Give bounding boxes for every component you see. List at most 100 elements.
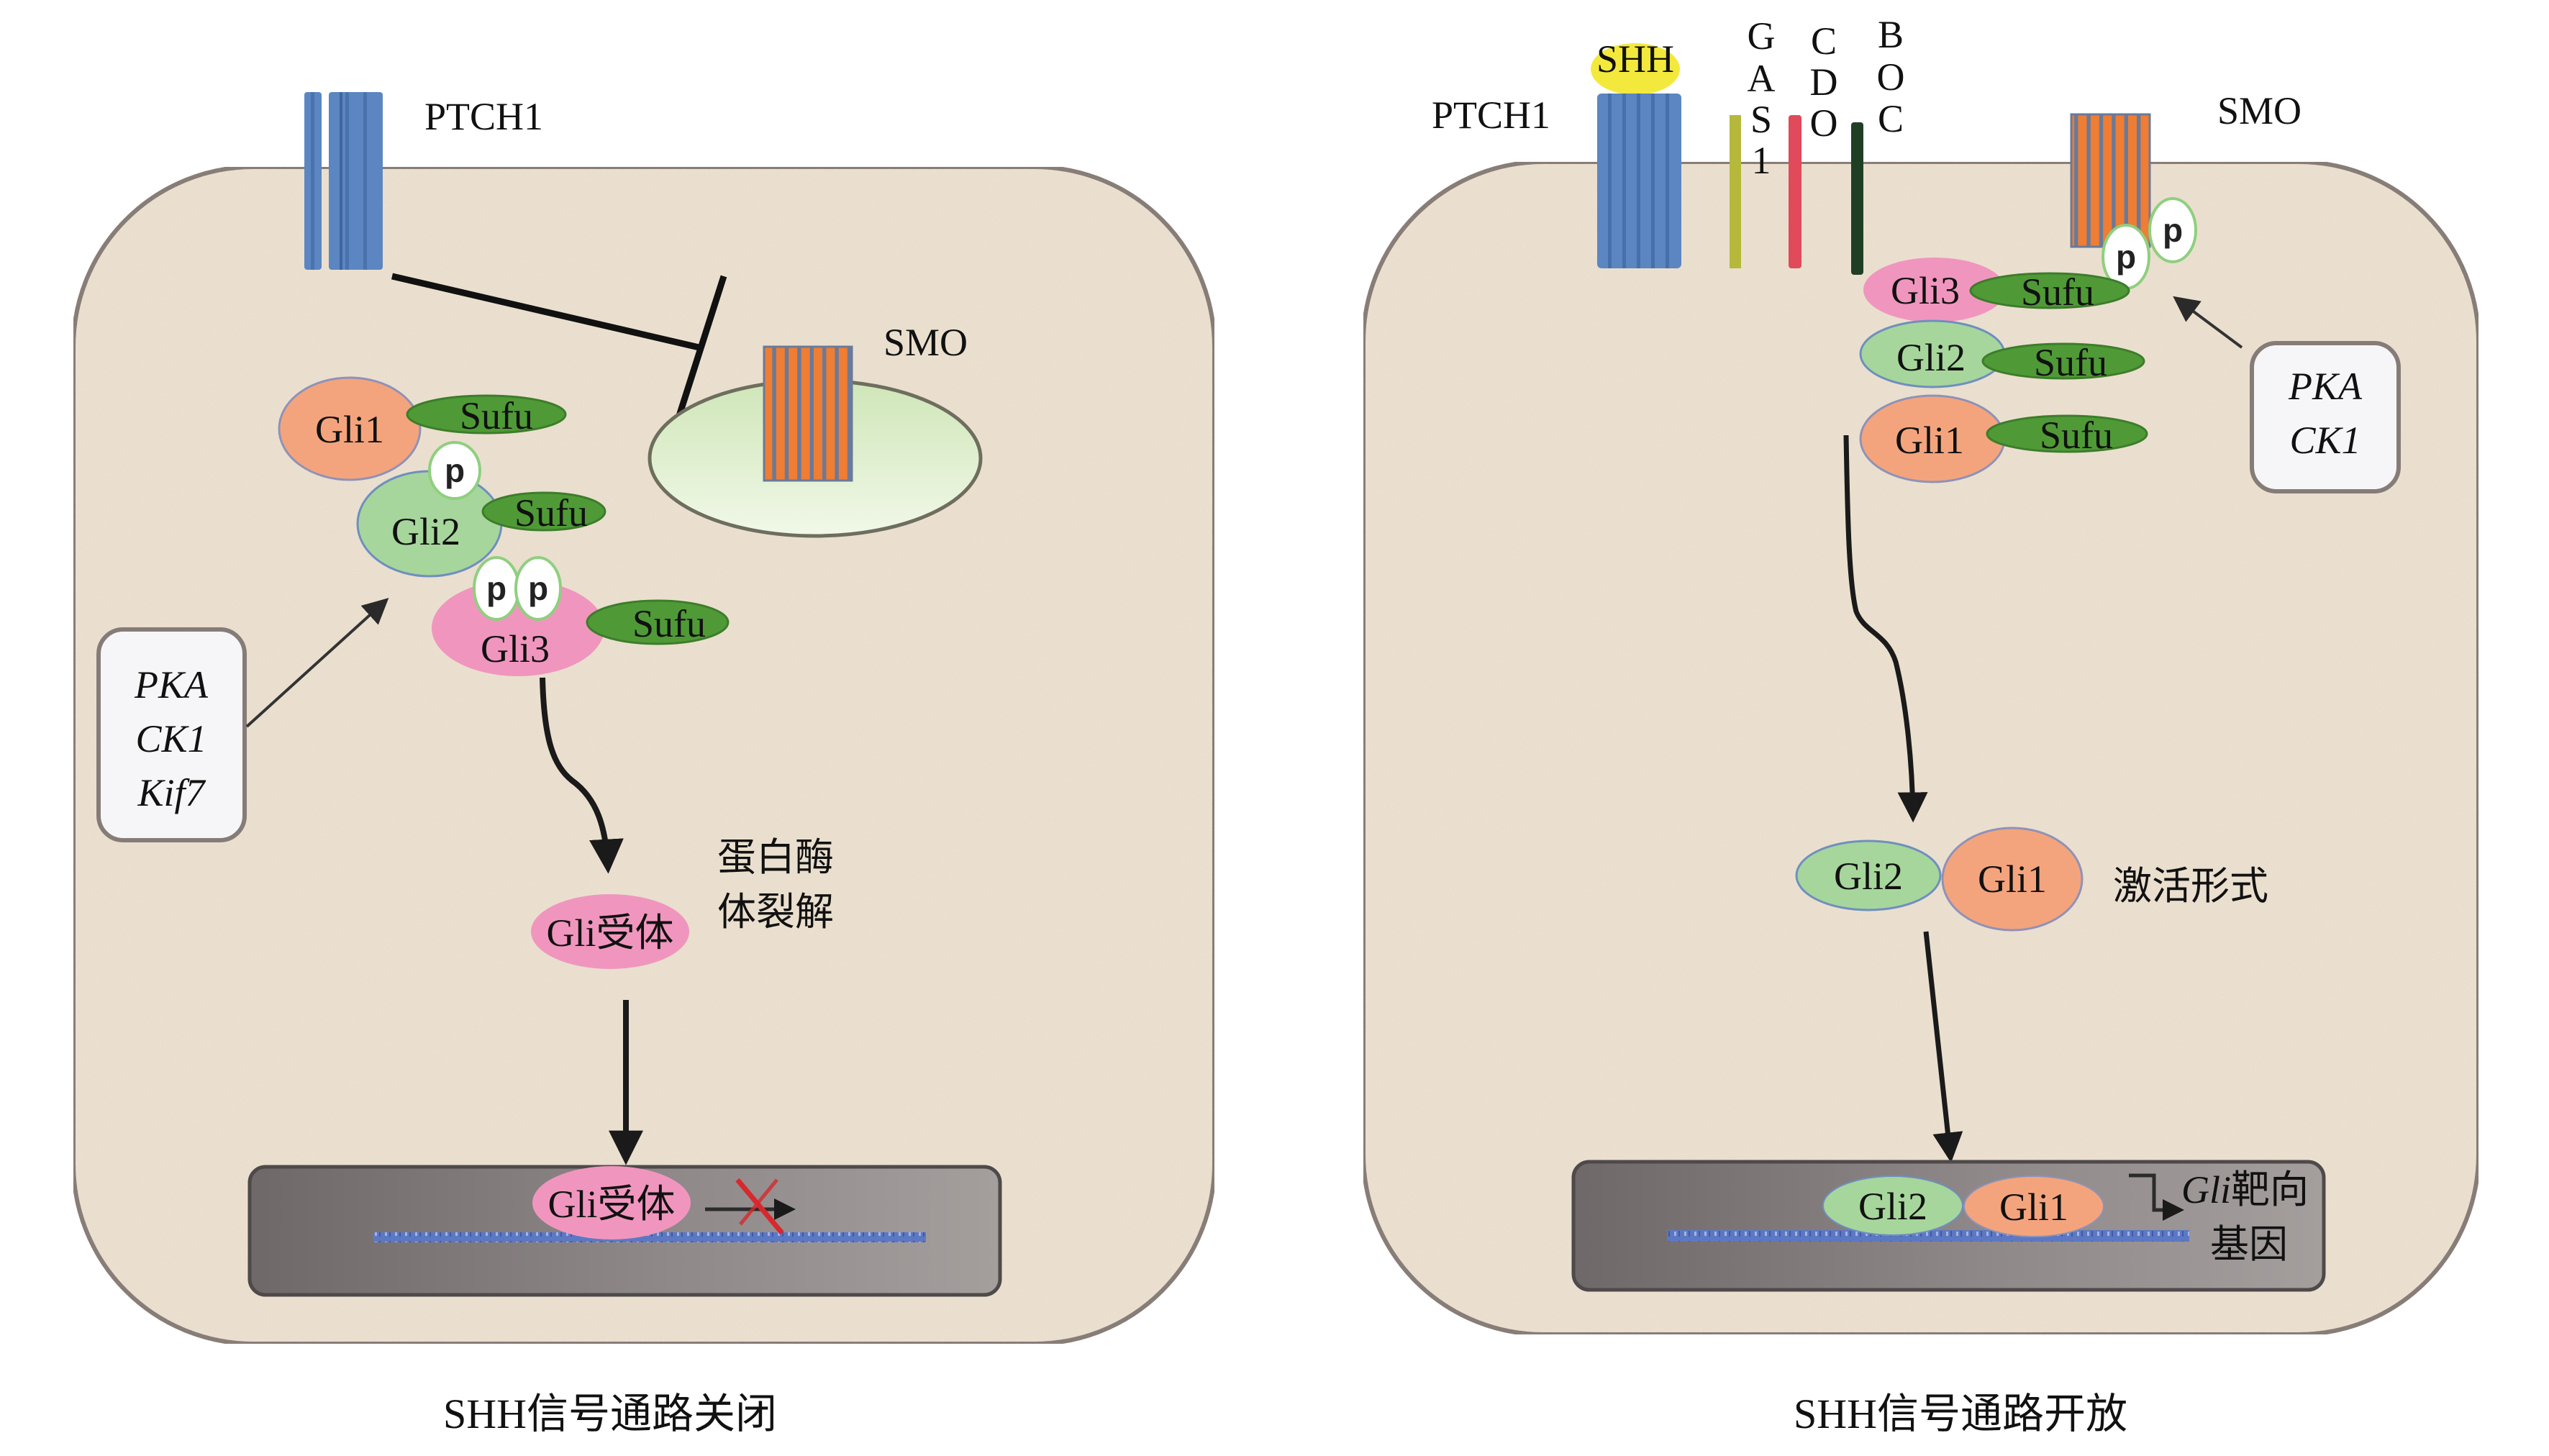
gli2-label: Gli2 — [1858, 1185, 1927, 1228]
gli3-sufu-complex-on: Gli3 Sufu — [1863, 258, 2130, 322]
sufu-label: Sufu — [2034, 341, 2107, 384]
gli3-protein — [1863, 258, 2006, 322]
kinase-ck1: CK1 — [2289, 419, 2361, 462]
svg-text:1: 1 — [1752, 139, 1771, 182]
gli1-protein — [1941, 827, 2084, 932]
svg-text:A: A — [1748, 57, 1776, 100]
gli1-protein — [1963, 1175, 2104, 1237]
kinase-box-on: PKA CK1 — [2250, 341, 2401, 493]
gas1-coreceptor — [1730, 115, 1741, 268]
activation-arrow — [1843, 434, 1928, 823]
gli2-protein — [1822, 1175, 1963, 1236]
phospho-group — [428, 441, 481, 500]
phospho-label: p — [445, 452, 465, 489]
proteasome-label-2: 体裂解 — [717, 891, 834, 934]
gli2-protein — [1795, 840, 1942, 911]
phospho-label: p — [486, 570, 506, 607]
sufu-label: Sufu — [2021, 270, 2094, 314]
active-form-label: 激活形式 — [2113, 865, 2268, 908]
cdo-label: C D O — [1810, 19, 1838, 145]
sufu-label: Sufu — [514, 491, 588, 534]
caption-off: SHH信号通路关闭 — [443, 1391, 777, 1437]
gli2-label: Gli2 — [391, 510, 460, 553]
gli3-label: Gli3 — [481, 627, 550, 670]
phospho-label: p — [2116, 238, 2136, 276]
cell-on — [1361, 160, 2481, 1337]
smo-label-on: SMO — [2217, 89, 2302, 132]
gli1-sufu-complex-off: Gli1 Sufu — [278, 376, 567, 481]
blocked-x-icon — [735, 1178, 784, 1235]
smo-receptor-off — [763, 345, 853, 482]
boc-coreceptor — [1851, 122, 1863, 275]
gli2-label: Gli2 — [1834, 855, 1903, 898]
ptch1-receptor-on — [1597, 94, 1681, 268]
target-gene-label-1: Gli靶向 — [2181, 1168, 2309, 1211]
sufu-protein — [1981, 342, 2145, 380]
ptch1-label-off: PTCH1 — [424, 95, 543, 138]
kinase-pka: PKA — [2288, 365, 2363, 408]
gli3-sufu-complex-off: Gli3 Sufu p p — [432, 556, 730, 676]
kinase-kif7: Kif7 — [137, 771, 206, 814]
gli-repressor-nuclear-label: Gli受体 — [547, 1183, 675, 1226]
svg-text:C: C — [1878, 97, 1904, 140]
svg-text:O: O — [1877, 55, 1905, 99]
sufu-protein — [406, 394, 567, 434]
target-suffix: 靶向 — [2231, 1168, 2309, 1211]
kinase-arrow-on — [2173, 296, 2243, 349]
dna-strand — [373, 1232, 926, 1242]
panel-off: PTCH1 SMO Gli1 Sufu Gli2 Sufu p Gli3 — [71, 92, 1217, 1437]
sufu-protein — [1986, 414, 2148, 453]
gli-repressor — [531, 894, 689, 969]
ptch1-receptor-off — [304, 92, 383, 270]
target-gene-label-2: 基因 — [2210, 1223, 2288, 1266]
phospho-label: p — [2163, 211, 2183, 249]
gas1-label: G A S 1 — [1748, 14, 1776, 182]
sufu-protein — [481, 491, 606, 532]
gli3-protein — [432, 580, 604, 676]
gli1-label: Gli1 — [1999, 1186, 2068, 1229]
caption-on: SHH信号通路开放 — [1794, 1391, 2127, 1437]
sufu-label: Sufu — [460, 394, 533, 437]
smo-label-off: SMO — [883, 321, 968, 364]
phospho-label: p — [528, 570, 548, 607]
gli1-label: Gli1 — [1895, 419, 1964, 462]
phospho-group — [2148, 197, 2197, 263]
kinase-ck1: CK1 — [135, 717, 206, 760]
gli1-label: Gli1 — [1978, 857, 2047, 901]
kinase-pka: PKA — [134, 663, 209, 706]
svg-text:C: C — [1811, 19, 1837, 63]
gli-repressor-label: Gli受体 — [546, 911, 673, 955]
gli-italic: Gli — [2181, 1168, 2231, 1211]
phospho-group — [514, 556, 562, 621]
gli1-sufu-complex-on: Gli1 Sufu — [1859, 394, 2148, 483]
gli2-label: Gli2 — [1896, 336, 1966, 379]
svg-text:B: B — [1878, 13, 1904, 56]
svg-text:D: D — [1810, 60, 1838, 104]
svg-text:O: O — [1810, 101, 1838, 145]
active-gli-pair: Gli2 Gli1 — [1795, 827, 2084, 932]
kinase-arrow-off — [245, 598, 389, 728]
gli2-sufu-complex-off: Gli2 Sufu p — [356, 441, 606, 578]
sufu-label: Sufu — [2040, 414, 2113, 457]
svg-text:S: S — [1750, 98, 1772, 141]
nuclear-entry-arrow-on — [1923, 931, 1963, 1163]
gli-repressor-nuclear — [532, 1166, 691, 1239]
sufu-protein — [586, 599, 730, 645]
smo-receptor-on — [2070, 113, 2151, 248]
gli3-label: Gli3 — [1891, 269, 1960, 312]
sufu-label: Sufu — [632, 602, 706, 645]
shh-ligand — [1591, 43, 1680, 95]
kinase-box-off: PKA CK1 Kif7 — [96, 627, 247, 842]
panel-on: SHH PTCH1 G A S 1 C D O B O C — [1361, 13, 2481, 1437]
svg-text:G: G — [1748, 14, 1776, 58]
boc-label: B O C — [1877, 13, 1905, 140]
processing-arrow — [540, 677, 624, 874]
sufu-protein — [1969, 272, 2130, 309]
gli1-label: Gli1 — [315, 408, 384, 451]
gli2-sufu-complex-on: Gli2 Sufu — [1859, 319, 2145, 388]
ptch1-label-on: PTCH1 — [1432, 94, 1550, 137]
cdo-coreceptor — [1789, 115, 1801, 268]
gli1-protein — [278, 376, 422, 481]
